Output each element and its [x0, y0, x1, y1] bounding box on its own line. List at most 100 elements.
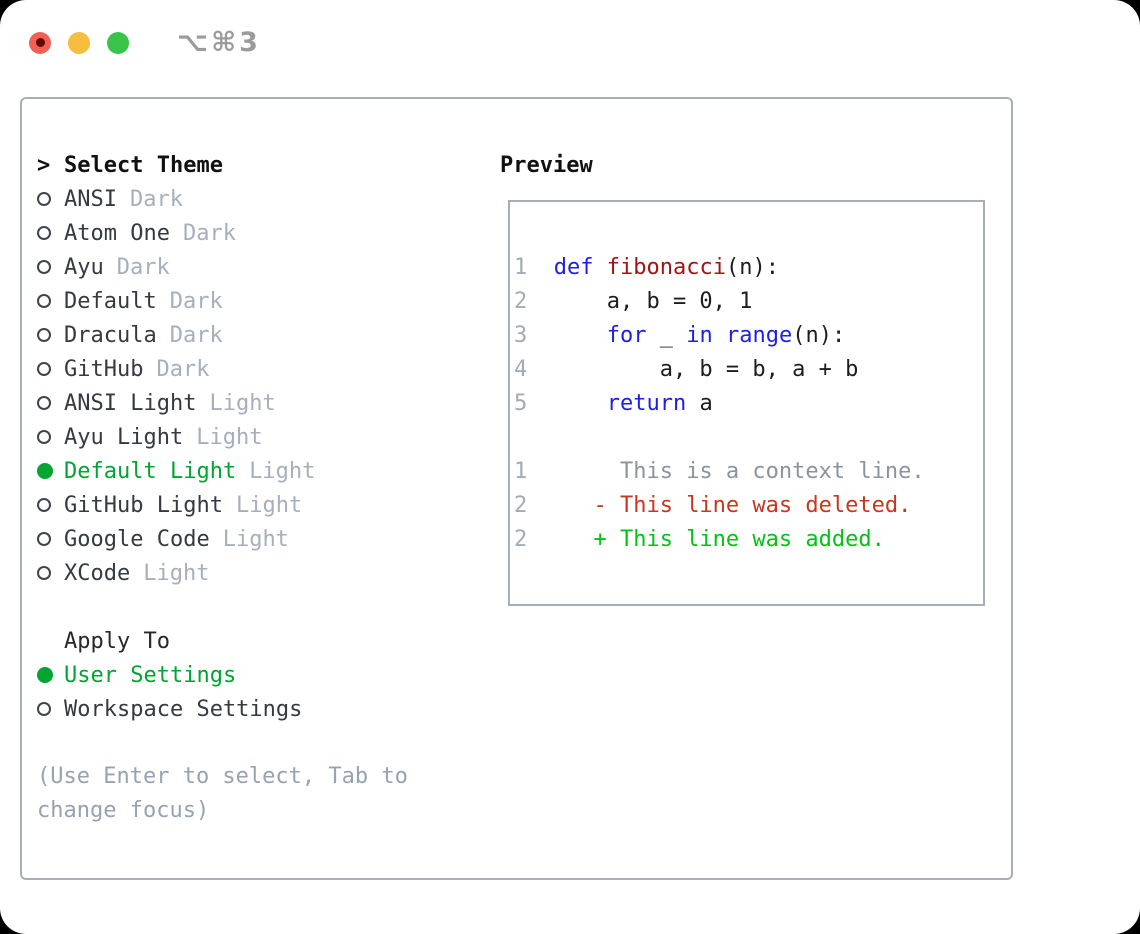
close-button-icon[interactable] — [29, 31, 51, 54]
radio-unselected-icon — [37, 362, 51, 376]
titlebar: ⌥⌘3 — [29, 27, 261, 58]
hint-text: (Use Enter to select, Tab to change focu… — [37, 764, 408, 823]
radio-marker — [37, 328, 64, 342]
line-number: 2 — [514, 527, 528, 552]
apply-target-option-label: User Settings — [64, 662, 237, 688]
theme-variant-tag: Dark — [129, 186, 183, 212]
code-segment: a — [686, 391, 713, 416]
window-shortcut-label: ⌥⌘3 — [177, 27, 261, 58]
prompt-icon: > — [37, 152, 51, 178]
radio-marker — [37, 463, 64, 479]
theme-list-header-row: > Select Theme — [37, 148, 408, 182]
close-dot-icon — [35, 38, 45, 47]
code-segment: for — [606, 323, 647, 348]
line-number: 4 — [514, 357, 528, 382]
theme-variant-tag: Light — [222, 526, 289, 552]
preview-code-line: 1 def fibonacci(n): — [514, 251, 983, 285]
preview-code-line: 2 + This line was added. — [514, 523, 983, 557]
code-segment: + This line was added. — [527, 527, 885, 552]
line-number: 1 — [514, 255, 528, 280]
radio-marker — [37, 702, 64, 716]
line-number: 1 — [514, 459, 528, 484]
radio-marker — [37, 362, 64, 376]
theme-variant-tag: Light — [235, 492, 303, 518]
preview-code-line: 2 - This line was deleted. — [514, 489, 983, 523]
radio-unselected-icon — [37, 260, 51, 274]
theme-option-label: Ayu — [64, 254, 104, 280]
code-segment: a, b = 0, 1 — [527, 289, 753, 314]
radio-unselected-icon — [37, 566, 51, 580]
spacer — [37, 590, 408, 624]
theme-option-label: Google Code — [64, 526, 210, 552]
code-segment — [527, 255, 554, 280]
radio-unselected-icon — [37, 498, 51, 512]
theme-option-label: ANSI Light — [64, 390, 197, 416]
radio-unselected-icon — [37, 532, 51, 546]
code-segment: - This line was deleted. — [527, 493, 912, 518]
theme-variant-tag: Light — [143, 560, 210, 586]
line-number: 2 — [514, 289, 528, 314]
radio-unselected-icon — [37, 430, 51, 444]
theme-option-label: GitHub Light — [64, 492, 223, 518]
theme-option[interactable]: GitHub Light Light — [37, 488, 408, 522]
radio-marker — [37, 192, 64, 206]
spacer — [37, 726, 408, 760]
code-segment: (n): — [792, 323, 846, 348]
preview-code-line: 2 a, b = 0, 1 — [514, 285, 983, 319]
apply-to-header-row: Apply To — [37, 624, 408, 658]
theme-list-title: Select Theme — [64, 152, 223, 178]
theme-variant-tag: Light — [209, 390, 276, 416]
theme-option-label: GitHub — [64, 356, 144, 382]
radio-marker — [37, 667, 64, 683]
radio-unselected-icon — [37, 396, 51, 410]
radio-marker — [37, 396, 64, 410]
theme-option[interactable]: ANSI Light Light — [37, 386, 408, 420]
theme-option-label: Ayu Light — [64, 424, 184, 450]
apply-target-option[interactable]: User Settings — [37, 658, 408, 692]
code-segment: range — [725, 323, 793, 348]
radio-unselected-icon — [37, 702, 51, 716]
preview-code-line — [514, 421, 983, 455]
preview-code-line: 4 a, b = b, a + b — [514, 353, 983, 387]
apply-target-option-label: Workspace Settings — [64, 696, 303, 722]
radio-marker — [37, 566, 64, 580]
code-segment: This is a context line. — [527, 459, 925, 484]
zoom-button-icon[interactable] — [107, 31, 129, 54]
radio-marker — [37, 226, 64, 240]
line-number: 3 — [514, 323, 528, 348]
theme-option-label: XCode — [64, 560, 131, 586]
theme-option[interactable]: Default Dark — [37, 284, 408, 318]
radio-marker — [37, 532, 64, 546]
radio-selected-icon — [37, 667, 53, 683]
radio-unselected-icon — [37, 328, 51, 342]
theme-option-label: Default Light — [64, 458, 237, 484]
theme-option-label: Default — [64, 288, 157, 314]
radio-marker — [37, 294, 64, 308]
radio-unselected-icon — [37, 226, 51, 240]
theme-variant-tag: Dark — [182, 220, 236, 246]
apply-target-option[interactable]: Workspace Settings — [37, 692, 408, 726]
code-segment: (n): — [725, 255, 779, 280]
line-number: 5 — [514, 391, 528, 416]
theme-option[interactable]: XCode Light — [37, 556, 408, 590]
theme-option[interactable]: Google Code Light — [37, 522, 408, 556]
code-segment: in — [686, 323, 713, 348]
code-segment: a, b = b, a + b — [527, 357, 859, 382]
theme-variant-tag: Dark — [169, 288, 223, 314]
preview-title: Preview — [500, 152, 593, 178]
code-segment — [713, 323, 726, 348]
radio-selected-icon — [37, 463, 53, 479]
preview-code-line: 3 for _ in range(n): — [514, 319, 983, 353]
code-segment: _ — [646, 323, 687, 348]
minimize-button-icon[interactable] — [68, 31, 90, 54]
